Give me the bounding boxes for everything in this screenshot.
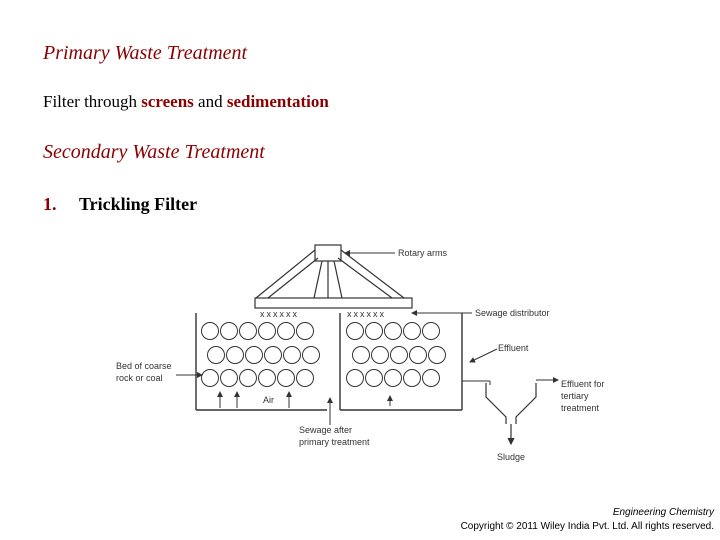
label-bed-line2: rock or coal	[116, 373, 163, 383]
rock	[422, 322, 440, 340]
rock	[403, 369, 421, 387]
list-number: 1.	[43, 194, 57, 214]
rock	[346, 369, 364, 387]
rock	[403, 322, 421, 340]
rock	[384, 369, 402, 387]
footer-book-title: Engineering Chemistry	[612, 507, 714, 518]
label-tertiary-line2: tertiary	[561, 391, 589, 401]
rock	[258, 369, 276, 387]
label-bed-line1: Bed of coarse	[116, 361, 172, 371]
sedimentation-highlight: sedimentation	[226, 92, 329, 111]
primary-text-mid: and	[193, 92, 227, 111]
rock	[365, 322, 383, 340]
nozzles-left: xxxxxx	[260, 309, 299, 319]
filter-tank	[195, 313, 463, 411]
label-tertiary-line3: treatment	[561, 403, 600, 413]
rock	[352, 346, 370, 364]
label-leaders	[176, 250, 559, 385]
air-arrows	[217, 391, 393, 425]
rock	[302, 346, 320, 364]
rock	[239, 322, 257, 340]
rock	[264, 346, 282, 364]
rock	[428, 346, 446, 364]
label-effluent: Effluent	[498, 343, 529, 353]
screens-highlight: screens	[141, 92, 194, 111]
label-air: Air	[263, 395, 274, 405]
label-rotary-arms: Rotary arms	[398, 248, 448, 258]
nozzles-right: xxxxxx	[347, 309, 386, 319]
rock	[365, 369, 383, 387]
primary-text-pre: Filter through	[43, 92, 142, 111]
label-sewage-distributor: Sewage distributor	[475, 308, 550, 318]
list-text: Trickling Filter	[79, 194, 198, 214]
rotary-arms	[255, 244, 405, 299]
rock	[277, 369, 295, 387]
label-sewage-after-line1: Sewage after	[299, 425, 352, 435]
rock	[207, 346, 225, 364]
rock	[384, 322, 402, 340]
rock	[296, 369, 314, 387]
rock	[296, 322, 314, 340]
secondary-treatment-heading: Secondary Waste Treatment	[43, 141, 265, 163]
rock	[346, 322, 364, 340]
rock	[390, 346, 408, 364]
footer-copyright: Copyright © 2011 Wiley India Pvt. Ltd. A…	[460, 521, 714, 532]
rock	[277, 322, 295, 340]
rock	[258, 322, 276, 340]
rock	[245, 346, 263, 364]
sewage-distributor-bar	[254, 297, 413, 309]
rock-bed	[201, 322, 446, 387]
list-item-trickling-filter: 1. Trickling Filter	[43, 194, 197, 215]
label-tertiary-line1: Effluent for	[561, 379, 604, 389]
rock	[409, 346, 427, 364]
rock	[371, 346, 389, 364]
primary-treatment-heading: Primary Waste Treatment	[43, 42, 248, 64]
rock	[220, 369, 238, 387]
rock	[201, 322, 219, 340]
label-sludge: Sludge	[497, 452, 525, 462]
primary-treatment-text: Filter through screens and sedimentation	[43, 92, 329, 112]
rock	[201, 369, 219, 387]
rock	[226, 346, 244, 364]
label-sewage-after-line2: primary treatment	[299, 437, 370, 447]
settling-tank	[485, 383, 537, 446]
rock	[283, 346, 301, 364]
rock	[422, 369, 440, 387]
rock	[239, 369, 257, 387]
rock	[220, 322, 238, 340]
